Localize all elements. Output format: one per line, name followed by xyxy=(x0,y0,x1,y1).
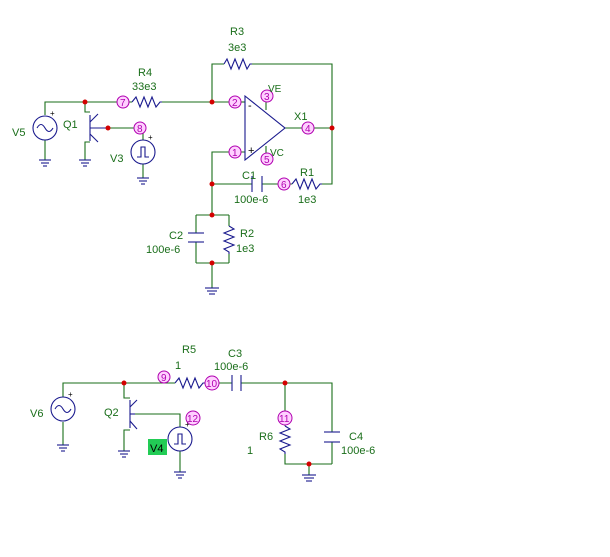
transistor-q1[interactable] xyxy=(89,113,108,143)
label-c2-name: C2 xyxy=(169,230,183,242)
label-x1-vc: VC xyxy=(270,148,284,159)
label-c4-name: C4 xyxy=(349,431,363,443)
label-r6-value: 1 xyxy=(247,445,253,457)
label-r3-name: R3 xyxy=(230,26,244,38)
svg-text:6: 6 xyxy=(281,180,287,191)
top-circuit-wires xyxy=(44,63,333,288)
label-r4-name: R4 xyxy=(138,67,152,79)
label-c4-value: 100e-6 xyxy=(341,445,375,457)
node-marker-10[interactable]: 10 xyxy=(204,375,220,391)
svg-text:1: 1 xyxy=(232,148,238,159)
label-v4-name: V4 xyxy=(150,443,163,455)
pulse-source-v3[interactable]: + xyxy=(130,133,156,165)
label-c3-value: 100e-6 xyxy=(214,361,248,373)
node-marker-2[interactable]: 2 xyxy=(228,95,242,109)
resistor-r1[interactable] xyxy=(291,177,322,191)
pulse-source-v4[interactable]: + xyxy=(167,420,193,452)
ground-symbol xyxy=(79,159,91,167)
node-marker-7[interactable]: 7 xyxy=(116,95,130,109)
resistor-r4[interactable] xyxy=(131,95,162,109)
transistor-q2[interactable] xyxy=(129,399,138,430)
ground-symbol xyxy=(205,287,219,295)
label-c3-name: C3 xyxy=(228,348,242,360)
capacitor-c3[interactable] xyxy=(231,375,242,391)
label-x1-ve: VE xyxy=(268,84,282,95)
ground-symbol xyxy=(39,159,51,167)
svg-text:9: 9 xyxy=(161,373,167,384)
bottom-circuit-wires xyxy=(62,382,333,475)
svg-text:4: 4 xyxy=(305,124,311,135)
label-v3-name: V3 xyxy=(110,153,123,165)
label-r2-name: R2 xyxy=(240,228,254,240)
label-c1-value: 100e-6 xyxy=(234,194,268,206)
capacitor-c4[interactable] xyxy=(324,431,340,443)
label-r1-name: R1 xyxy=(300,167,314,179)
label-q1-name: Q1 xyxy=(63,119,78,131)
label-r6-name: R6 xyxy=(259,431,273,443)
node-marker-6[interactable]: 6 xyxy=(277,177,291,191)
resistor-r5[interactable] xyxy=(174,376,205,390)
voltage-source-v6[interactable]: + xyxy=(50,390,76,422)
ground-symbol xyxy=(137,177,149,185)
svg-text:+: + xyxy=(50,109,55,118)
svg-text:10: 10 xyxy=(206,379,218,390)
voltage-source-v5[interactable]: + xyxy=(32,109,58,141)
node-marker-8[interactable]: 8 xyxy=(133,121,147,135)
svg-text:8: 8 xyxy=(137,124,143,135)
junctions-top xyxy=(82,99,335,266)
junctions-bottom xyxy=(121,380,312,467)
opamp-plus-symbol: + xyxy=(248,145,254,157)
ground-symbol xyxy=(302,474,316,482)
svg-text:+: + xyxy=(185,420,190,429)
ground-symbol xyxy=(174,471,186,479)
opamp-x1[interactable]: - + xyxy=(244,94,286,162)
label-c1-name: C1 xyxy=(242,170,256,182)
resistor-r3[interactable] xyxy=(223,57,252,71)
capacitor-c2[interactable] xyxy=(188,232,204,243)
label-c2-value: 100e-6 xyxy=(146,244,180,256)
svg-text:+: + xyxy=(68,390,73,399)
label-v6-name: V6 xyxy=(30,408,43,420)
label-r5-name: R5 xyxy=(182,344,196,356)
svg-text:12: 12 xyxy=(187,414,199,425)
label-r1-value: 1e3 xyxy=(298,194,316,206)
label-x1-name: X1 xyxy=(294,111,307,123)
node-marker-9[interactable]: 9 xyxy=(157,370,171,384)
svg-text:2: 2 xyxy=(232,98,238,109)
svg-text:3: 3 xyxy=(264,92,270,103)
resistor-r6[interactable] xyxy=(278,425,292,454)
v4-highlight xyxy=(148,439,167,455)
svg-text:+: + xyxy=(148,133,153,142)
label-q2-name: Q2 xyxy=(104,407,119,419)
node-marker-11[interactable]: 11 xyxy=(277,410,293,426)
label-v5-name: V5 xyxy=(12,127,25,139)
ground-symbol xyxy=(57,444,69,452)
ground-symbol xyxy=(118,450,130,458)
node-marker-4[interactable]: 4 xyxy=(301,121,315,135)
node-marker-1[interactable]: 1 xyxy=(228,145,242,159)
label-r5-value: 1 xyxy=(175,360,181,372)
opamp-minus-symbol: - xyxy=(248,100,252,112)
resistor-r2[interactable] xyxy=(222,225,236,254)
label-r3-value: 3e3 xyxy=(228,42,246,54)
node-marker-12[interactable]: 12 xyxy=(185,410,201,426)
label-r2-value: 1e3 xyxy=(236,243,254,255)
label-r4-value: 33e3 xyxy=(132,81,156,93)
svg-text:11: 11 xyxy=(279,414,290,425)
node-marker-5[interactable]: 5 xyxy=(260,152,274,166)
svg-text:7: 7 xyxy=(120,98,126,109)
node-marker-3[interactable]: 3 xyxy=(260,89,274,103)
capacitor-c1[interactable] xyxy=(251,176,263,192)
svg-text:5: 5 xyxy=(264,155,270,166)
